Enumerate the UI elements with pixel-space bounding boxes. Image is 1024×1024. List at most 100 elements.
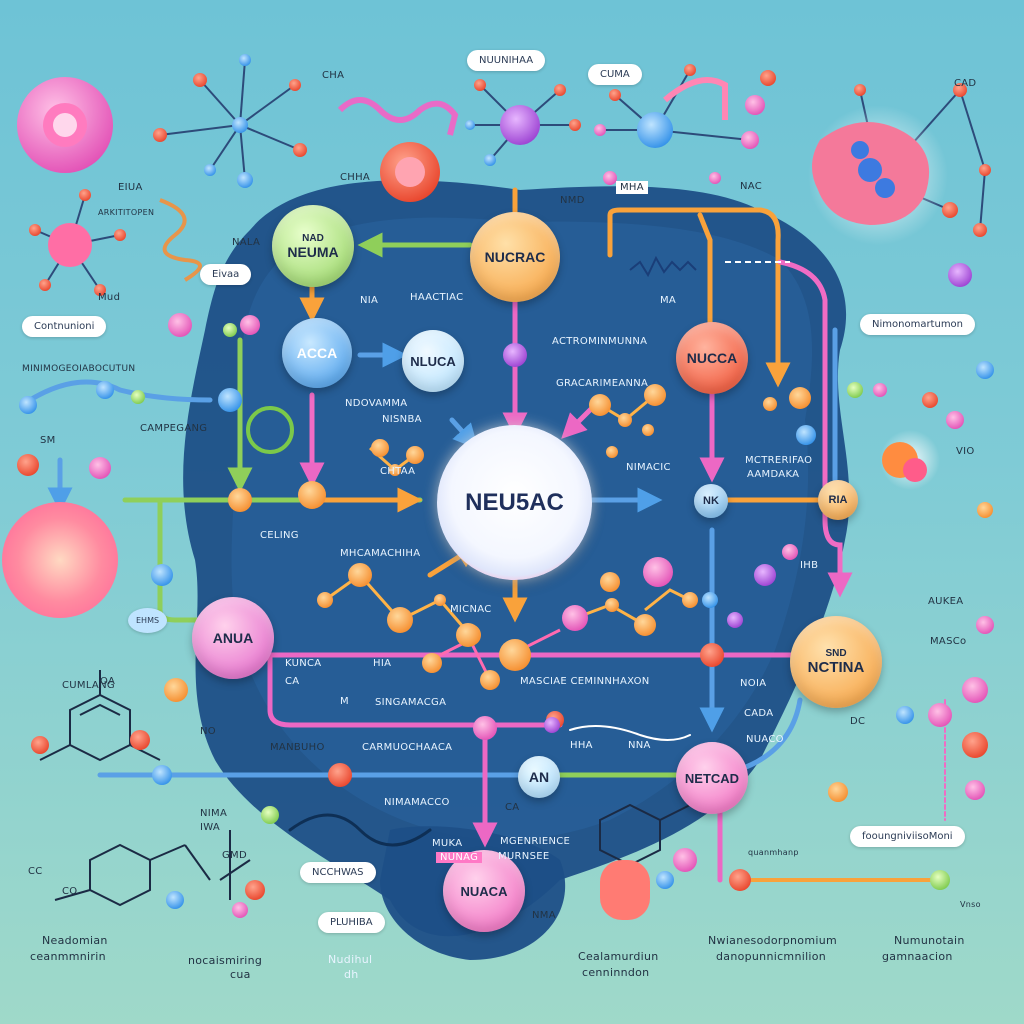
caption-cua: cua xyxy=(230,968,251,981)
pill-nuunihaa: NUUNIHAA xyxy=(467,50,546,71)
label-co: CO xyxy=(62,886,78,897)
atom-node xyxy=(193,73,207,87)
atom-node xyxy=(94,284,106,296)
label-nmd: NMD xyxy=(560,195,585,206)
atom-node xyxy=(953,83,967,97)
atom-node xyxy=(700,643,724,667)
atom-node xyxy=(922,392,938,408)
caption-cealamurdiun: Cealamurdiun xyxy=(578,950,659,963)
node-nctina-label: NCTINA xyxy=(807,659,865,676)
node-nucrac[interactable]: NUCRAC xyxy=(470,212,560,302)
node-nk[interactable]: NK xyxy=(694,484,728,518)
node-an[interactable]: AN xyxy=(518,756,560,798)
atom-node xyxy=(503,343,527,367)
label-nunag: NUNAG xyxy=(436,852,483,863)
label-vio: VIO xyxy=(956,446,975,457)
atom-node xyxy=(962,732,988,758)
label-no: NO xyxy=(200,726,216,737)
node-acca[interactable]: ACCA xyxy=(282,318,352,388)
atom-node xyxy=(151,564,173,586)
atom-node xyxy=(673,848,697,872)
node-neuma[interactable]: NAD NEUMA xyxy=(272,205,354,287)
label-nac: NAC xyxy=(740,181,763,192)
label-aukea: AUKEA xyxy=(928,596,964,607)
caption-ceanmmnirin: ceanmmnirin xyxy=(30,950,106,963)
caption-nocaismiring: nocaismiring xyxy=(188,954,263,967)
atom-node xyxy=(499,639,531,671)
pill-ehms: EHMS xyxy=(128,608,168,633)
node-neu5ac[interactable]: NEU5AC xyxy=(437,425,592,580)
label-masco: MASCo xyxy=(930,636,967,647)
caption-danopunnicmnilion: danopunnicmnilion xyxy=(716,950,827,963)
atom-node xyxy=(896,706,914,724)
pill-ncchwas: NCCHWAS xyxy=(300,862,376,883)
label-ma: MA xyxy=(660,295,677,306)
atom-node xyxy=(977,502,993,518)
label-nimacic: NIMACIC xyxy=(626,462,671,473)
atom-node xyxy=(228,488,252,512)
atom-node xyxy=(389,464,401,476)
atom-node xyxy=(930,870,950,890)
label-nia: NIA xyxy=(360,295,379,306)
label-nisnba: NISNBA xyxy=(382,414,422,425)
label-mctrerifao: MCTRERIFAO xyxy=(745,455,813,466)
node-anua[interactable]: ANUA xyxy=(192,597,274,679)
atom-node xyxy=(642,424,654,436)
atom-node xyxy=(873,383,887,397)
node-nctina-tag: SND xyxy=(825,648,847,659)
node-nuaca[interactable]: NUACA xyxy=(443,850,525,932)
atom-node xyxy=(293,143,307,157)
atom-node xyxy=(644,384,666,406)
atom-node xyxy=(232,117,248,133)
atom-node xyxy=(204,164,216,176)
atom-node xyxy=(218,388,242,412)
atom-node xyxy=(928,703,952,727)
label-dc: DC xyxy=(850,716,866,727)
node-netcad[interactable]: NETCAD xyxy=(676,742,748,814)
atom-node xyxy=(152,765,172,785)
label-noia: NOIA xyxy=(740,678,767,689)
atom-node xyxy=(727,612,743,628)
label-mascae: MASCIAE CEMINNHAXON xyxy=(520,676,650,687)
label-celing: CELING xyxy=(260,530,299,541)
label-murnsee: MURNSEE xyxy=(498,851,550,862)
atom-node xyxy=(39,279,51,291)
atom-node xyxy=(240,315,260,335)
atom-node xyxy=(79,189,91,201)
atom-node xyxy=(946,411,964,429)
label-nimamacco: NIMAMACCO xyxy=(384,797,450,808)
node-an-label: AN xyxy=(528,769,550,785)
atom-node xyxy=(164,678,188,702)
atom-node xyxy=(554,84,566,96)
atom-node xyxy=(114,229,126,241)
label-ca2: CA xyxy=(505,802,520,813)
pill-nimonomartumon: Nimonomartumon xyxy=(860,314,976,335)
atom-node xyxy=(760,70,776,86)
label-mha: MHA xyxy=(616,181,648,194)
atom-node xyxy=(789,387,811,409)
atom-node xyxy=(500,105,540,145)
node-nctina[interactable]: SND NCTINA xyxy=(790,616,882,708)
atom-node xyxy=(702,592,718,608)
label-manbuho: MANBUHO xyxy=(270,742,325,753)
atom-node xyxy=(245,880,265,900)
caption-neadomian: Neadomian xyxy=(42,934,108,947)
atom-node xyxy=(96,381,114,399)
atom-node xyxy=(605,598,619,612)
atom-node xyxy=(603,171,617,185)
node-ria[interactable]: RIA xyxy=(818,480,858,520)
atom-node xyxy=(474,79,486,91)
atom-node xyxy=(166,891,184,909)
node-netcad-label: NETCAD xyxy=(684,770,740,786)
label-sm: SM xyxy=(40,435,56,446)
atom-node xyxy=(682,592,698,608)
atom-node xyxy=(979,164,991,176)
label-mhcamachiha: MHCAMACHIHA xyxy=(340,548,421,559)
label-cha-top: CHA xyxy=(322,70,345,81)
atom-node xyxy=(847,382,863,398)
label-mgenrience: MGENRIENCE xyxy=(500,836,571,847)
node-nucrac-label: NUCRAC xyxy=(484,249,546,265)
atom-node xyxy=(782,544,798,560)
node-nluca[interactable]: NLUCA xyxy=(402,330,464,392)
node-nucca[interactable]: NUCCA xyxy=(676,322,748,394)
